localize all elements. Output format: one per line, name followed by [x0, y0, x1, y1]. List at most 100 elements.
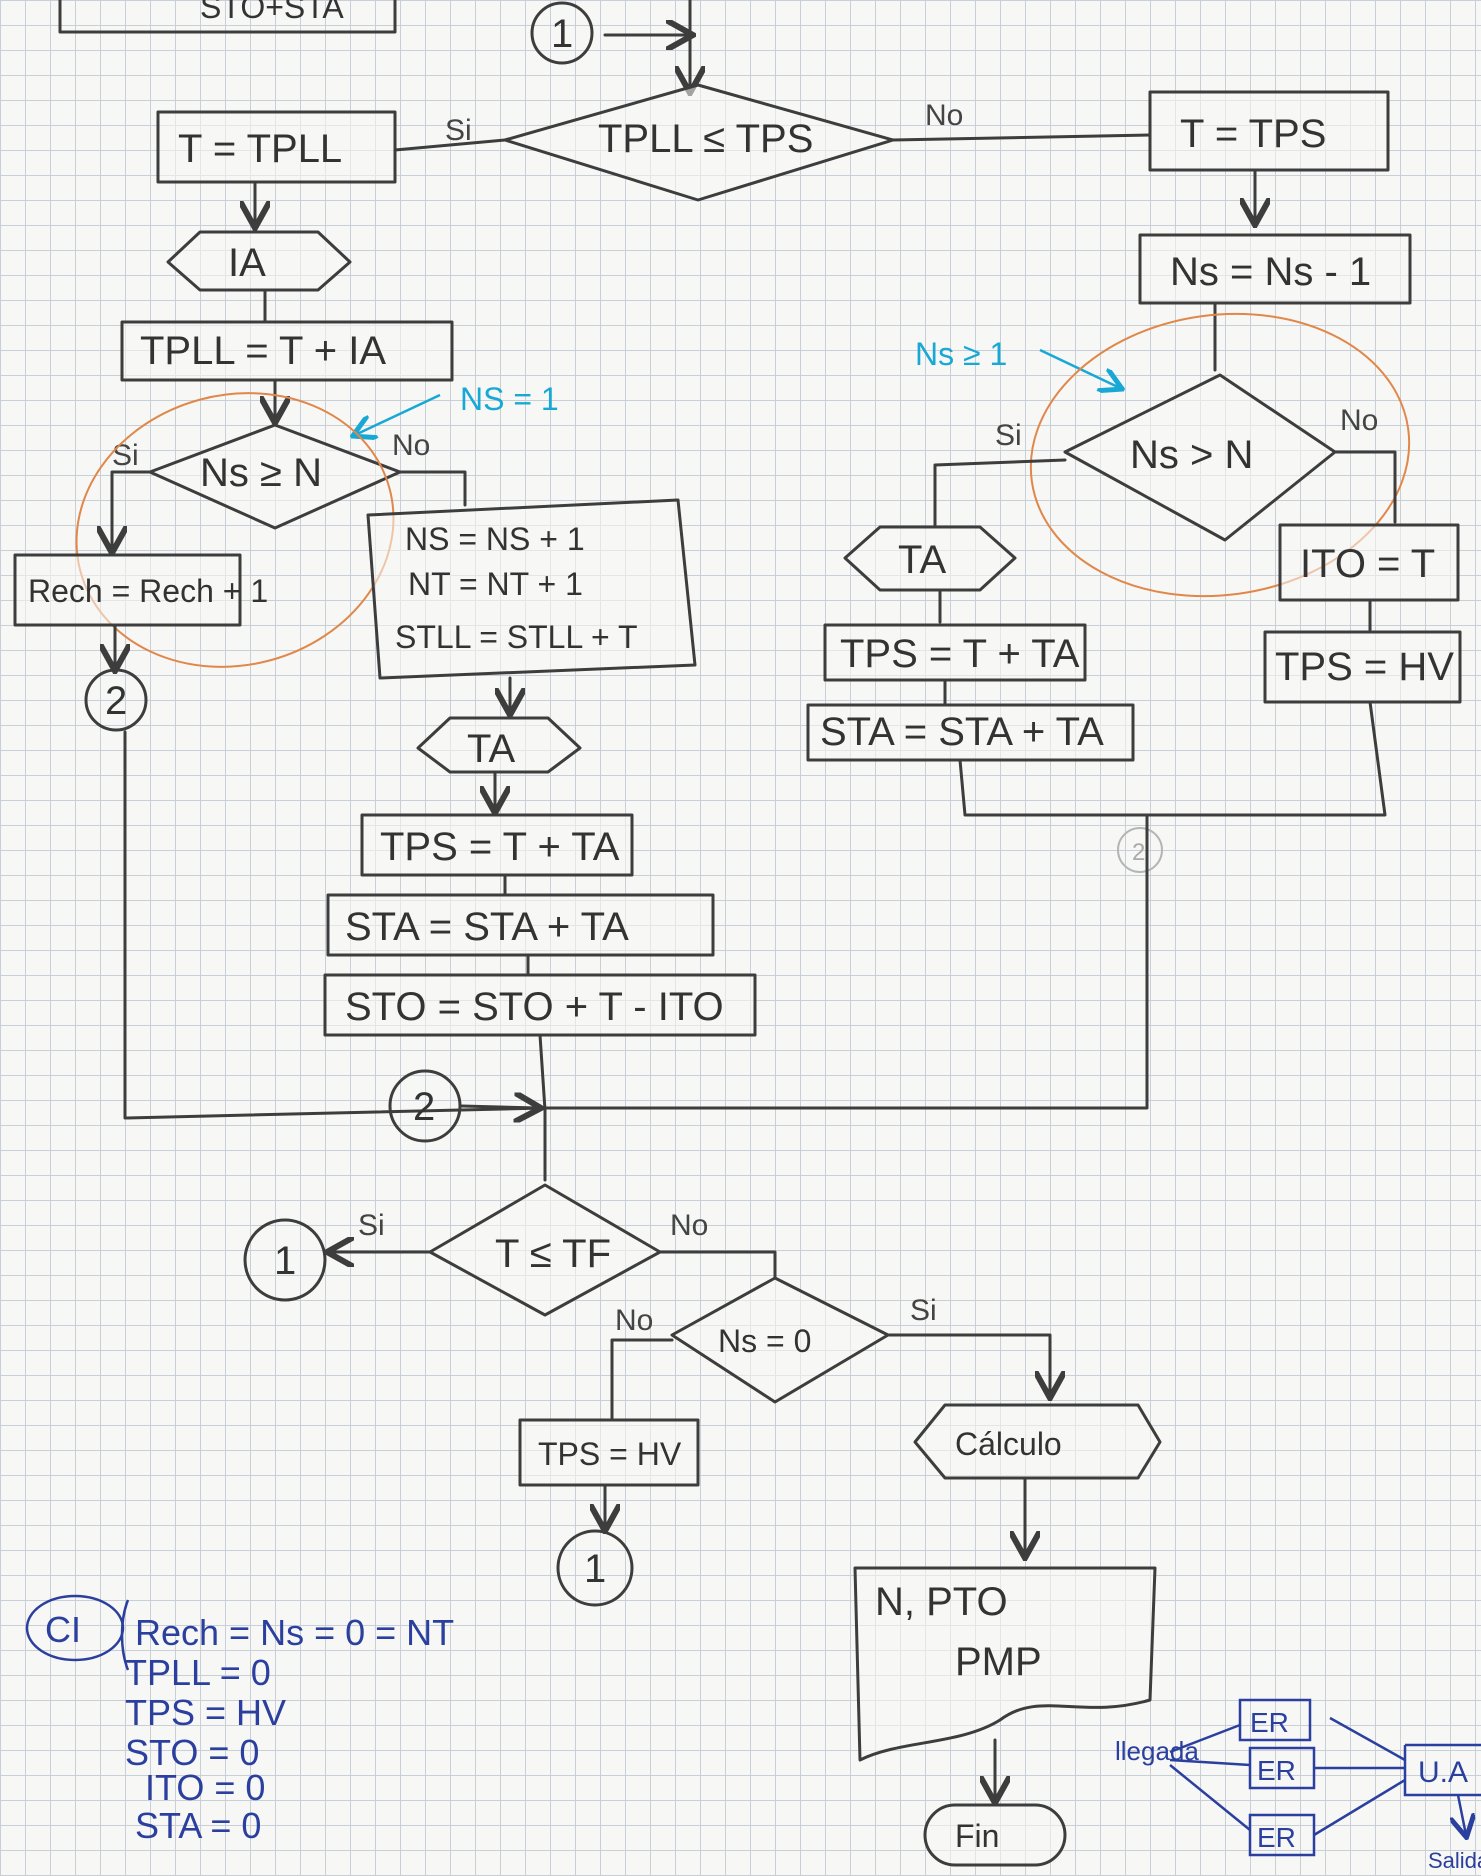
connector-left-2: 2 — [84, 668, 148, 732]
box-tpll-update: TPLL = T + IA — [120, 320, 454, 382]
svg-text:1: 1 — [274, 1239, 296, 1283]
box-tps-left: TPS = T + TA — [360, 813, 634, 877]
sketch-exit-arrow — [1458, 1794, 1466, 1835]
sketch-line — [1169, 1723, 1241, 1754]
ns-gt-n-no-label: No — [1340, 404, 1378, 437]
svg-text:Cálculo: Cálculo — [955, 1426, 1062, 1462]
tpll-yes-label: Si — [445, 114, 472, 147]
svg-text:ER: ER — [1257, 1755, 1296, 1786]
svg-text:TPS = T + TA: TPS = T + TA — [380, 825, 620, 869]
cyan-note-ns-right: Ns ≥ 1 — [915, 336, 1007, 372]
initial-conditions: CI Rech = Ns = 0 = NT TPLL = 0 TPS = HV … — [25, 1594, 454, 1846]
svg-text:TPLL = 0: TPLL = 0 — [125, 1652, 271, 1693]
t-yes-label: Si — [358, 1209, 385, 1242]
ns-gt-n-no-line — [1333, 450, 1397, 524]
svg-text:Ns = 0: Ns = 0 — [718, 1323, 811, 1359]
svg-text:STA = 0: STA = 0 — [135, 1805, 261, 1846]
ns-n-no-line — [398, 470, 467, 507]
box-tps-hv-right: TPS = HV — [1263, 630, 1462, 704]
box-sta-right: STA = STA + TA — [806, 703, 1135, 762]
right-merge-line — [958, 700, 1387, 817]
decision-ns-gt-n: Ns > N — [1063, 373, 1337, 542]
svg-text:ITO = T: ITO = T — [1300, 542, 1435, 586]
process-calculo: Cálculo — [913, 1403, 1162, 1480]
svg-text:PMP: PMP — [955, 1640, 1042, 1684]
svg-text:Ns = Ns - 1: Ns = Ns - 1 — [1170, 250, 1371, 294]
svg-text:TA: TA — [467, 727, 515, 771]
right-return-line — [543, 813, 1149, 1110]
output-results: N, PTO PMP — [853, 1566, 1157, 1762]
t-no-line — [658, 1250, 777, 1280]
ci-bracket — [120, 1599, 130, 1671]
ns0-yes-line — [886, 1333, 1050, 1395]
box-rech: Rech = Rech + 1 — [13, 553, 268, 627]
decision-ns-0: Ns = 0 — [670, 1276, 890, 1404]
tpll-no-label: No — [925, 99, 963, 132]
top-partial-box: STO+STA — [58, 0, 397, 34]
input-ta-left: TA — [416, 716, 582, 774]
svg-text:TPLL = T + IA: TPLL = T + IA — [140, 329, 386, 373]
svg-text:1: 1 — [584, 1547, 606, 1591]
svg-text:ER: ER — [1250, 1707, 1289, 1738]
svg-text:STO = 0: STO = 0 — [125, 1732, 259, 1773]
sketch-exit: Salida — [1428, 1848, 1481, 1873]
svg-text:Fin: Fin — [955, 1818, 999, 1854]
tpll-no-line — [891, 133, 1152, 142]
svg-text:TPS = HV: TPS = HV — [1275, 645, 1454, 689]
system-sketch: llegada ER ER ER U.A Salida — [1115, 1698, 1481, 1873]
ns-n-yes-label: Si — [112, 439, 139, 472]
top-partial-box-text: STO+STA — [200, 0, 344, 25]
svg-text:ER: ER — [1257, 1822, 1296, 1853]
svg-text:TPS = HV: TPS = HV — [538, 1436, 682, 1472]
svg-text:Ns ≥ N: Ns ≥ N — [200, 451, 322, 495]
connector-top-1: 1 — [530, 1, 594, 65]
svg-text:1: 1 — [551, 12, 573, 56]
tpll-yes-line — [393, 138, 507, 152]
svg-text:U.A: U.A — [1418, 1756, 1468, 1789]
ns0-yes-label: Si — [910, 1294, 937, 1327]
svg-text:Rech = Ns = 0 = NT: Rech = Ns = 0 = NT — [135, 1612, 454, 1653]
svg-text:2: 2 — [105, 679, 127, 723]
sketch-er-1: ER — [1238, 1698, 1312, 1742]
flow-line — [538, 1033, 547, 1112]
ns0-no-label: No — [615, 1304, 653, 1337]
sketch-er-3: ER — [1248, 1813, 1316, 1857]
cyan-arrow-ns — [355, 393, 441, 435]
box-sta-left: STA = STA + TA — [326, 893, 715, 957]
block-ns-nt-stll: NS = NS + 1 NT = NT + 1 STLL = STLL + T — [366, 498, 697, 680]
ns0-no-line — [610, 1338, 674, 1422]
svg-text:2: 2 — [413, 1085, 435, 1129]
sketch-line — [1329, 1716, 1406, 1762]
svg-text:T = TPS: T = TPS — [1180, 112, 1326, 156]
sketch-line — [1313, 1778, 1406, 1837]
sketch-line — [1169, 1764, 1251, 1831]
input-ia: IA — [166, 230, 352, 292]
ns-gt-n-yes-label: Si — [995, 419, 1022, 452]
connector-bottom-2: 2 — [388, 1069, 462, 1143]
input-ta-right: TA — [843, 525, 1017, 592]
decision-ns-n: Ns ≥ N — [148, 423, 402, 530]
box-tps-hv-bottom: TPS = HV — [518, 1418, 700, 1487]
svg-text:Ns > N: Ns > N — [1130, 433, 1253, 477]
svg-text:Rech = Rech + 1: Rech = Rech + 1 — [28, 573, 268, 609]
svg-text:NS = NS + 1: NS = NS + 1 — [405, 521, 585, 557]
ns-n-no-label: No — [392, 429, 430, 462]
connector-left-1: 1 — [243, 1218, 327, 1302]
ci-label: CI — [45, 1609, 81, 1650]
box-ns-dec: Ns = Ns - 1 — [1138, 233, 1412, 305]
sketch-ua: U.A — [1403, 1743, 1481, 1797]
svg-text:IA: IA — [228, 241, 266, 285]
svg-text:2: 2 — [1132, 839, 1145, 866]
svg-text:STLL = STLL + T: STLL = STLL + T — [395, 619, 638, 655]
decision-t-tf: T ≤ TF — [428, 1183, 662, 1317]
box-tps-right: TPS = T + TA — [823, 623, 1087, 682]
sketch-er-2: ER — [1248, 1746, 1316, 1790]
box-ito: ITO = T — [1278, 523, 1460, 602]
box-sto-left: STO = STO + T - ITO — [323, 973, 757, 1037]
faint-connector-2: 2 — [1117, 827, 1163, 873]
svg-text:TPS = HV: TPS = HV — [125, 1692, 286, 1733]
svg-text:T ≤ TF: T ≤ TF — [495, 1232, 611, 1276]
decision-tpll-tps: TPLL ≤ TPS — [503, 83, 895, 202]
ns-gt-n-yes-line — [933, 458, 1067, 527]
